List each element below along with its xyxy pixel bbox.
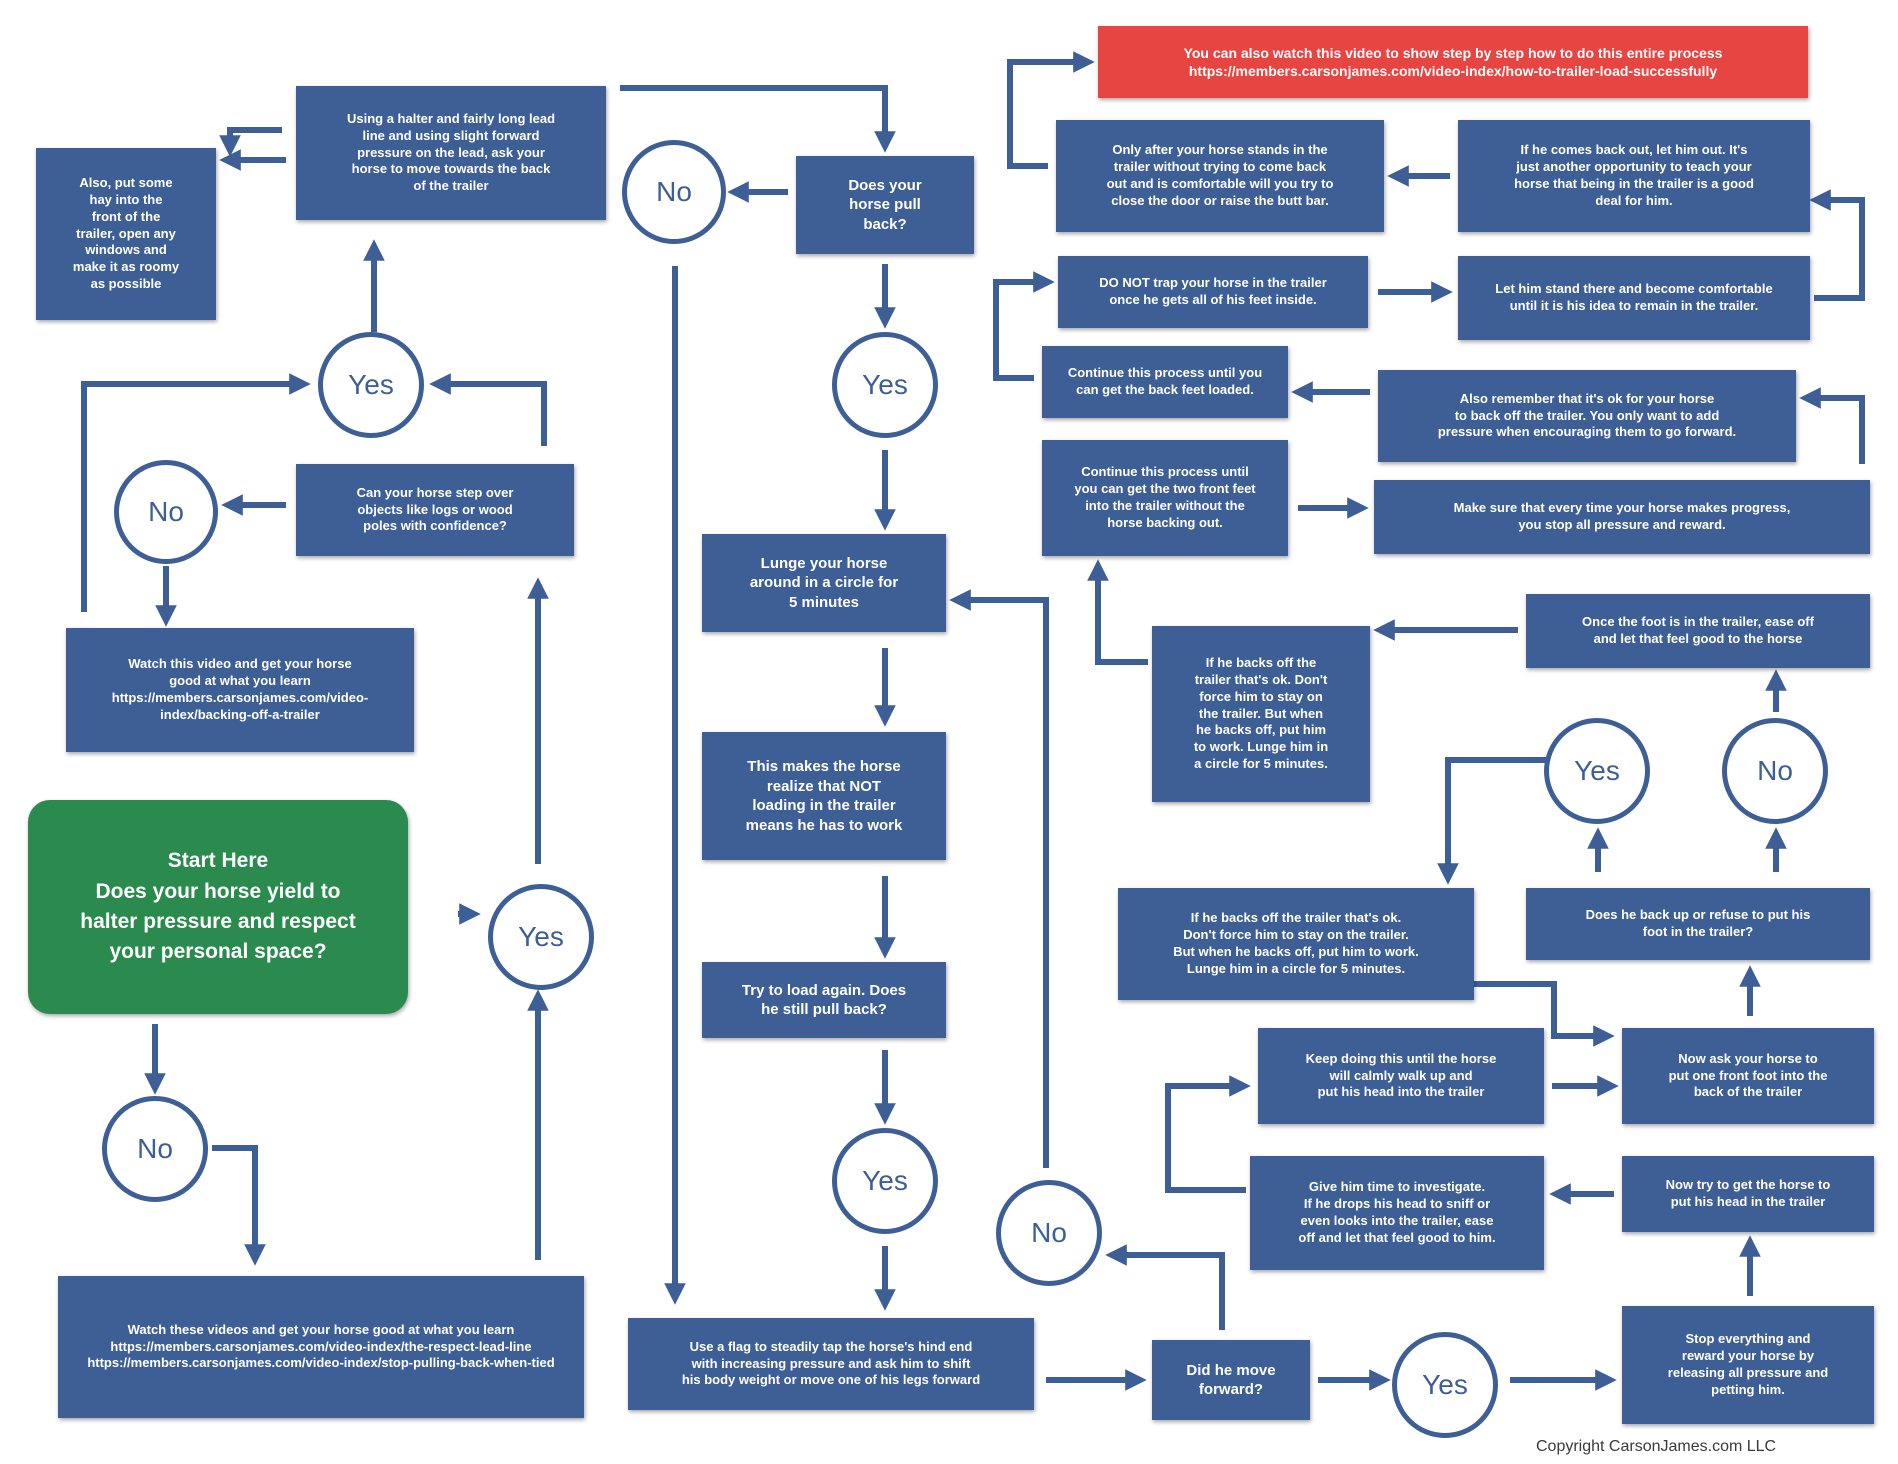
step-let-stand: Let him stand there and become comfortab… [1458, 256, 1810, 340]
answer-yes-tryload: Yes [832, 1128, 938, 1234]
answer-yes-refuse: Yes [1544, 718, 1650, 824]
step-come-back-out: If he comes back out, let him out. It's … [1458, 120, 1810, 232]
answer-yes-pullback: Yes [832, 332, 938, 438]
answer-yes-stepover: Yes [318, 332, 424, 438]
step-remember-back: Also remember that it's ok for your hors… [1378, 370, 1796, 462]
step-only-after: Only after your horse stands in the trai… [1056, 120, 1384, 232]
connector-arrow-38 [1087, 559, 1148, 665]
connector-arrow-44 [1809, 189, 1865, 301]
connector-arrow-42 [993, 271, 1055, 381]
connector-arrow-3 [212, 1145, 266, 1266]
answer-yes-start: Yes [488, 884, 594, 990]
connector-arrow-6 [429, 373, 547, 446]
step-flag-tap: Use a flag to steadily tap the horse's h… [628, 1318, 1034, 1410]
copyright-notice: Copyright CarsonJames.com LLC [1536, 1438, 1777, 1455]
question-move-forward: Did he move forward? [1152, 1340, 1310, 1420]
question-step-over: Can your horse step over objects like lo… [296, 464, 574, 556]
step-give-time: Give him time to investigate. If he drop… [1250, 1156, 1544, 1270]
step-rope-behind: Using a halter and fairly long lead line… [296, 86, 606, 220]
step-front-foot-in: Once the foot is in the trailer, ease of… [1526, 594, 1870, 668]
step-keep-doing: Keep doing this until the horse will cal… [1258, 1028, 1544, 1124]
start-here: Start Here Does your horse yield to halt… [28, 800, 408, 1014]
step-open-trailer: Also, put some hay into the front of the… [36, 148, 216, 320]
step-continue-two: Continue this process until you can get … [1042, 440, 1288, 556]
step-now-ask-front: Now ask your horse to put one front foot… [1622, 1028, 1874, 1124]
step-backs-off-short: If he backs off the trailer that's ok. D… [1118, 888, 1474, 1000]
answer-no-stepover: No [114, 460, 218, 564]
answer-no-pullback: No [622, 140, 726, 244]
step-make-sure: Make sure that every time your horse mak… [1374, 480, 1870, 554]
step-lunge-circle: Lunge your horse around in a circle for … [702, 534, 946, 632]
question-pull-back: Does your horse pull back? [796, 156, 974, 254]
connector-arrow-25 [1105, 1244, 1225, 1330]
step-now-get-head: Now try to get the horse to put his head… [1622, 1156, 1874, 1232]
video-banner[interactable]: You can also watch this video to show st… [1098, 26, 1808, 98]
step-stop-everything: Stop everything and reward your horse by… [1622, 1306, 1874, 1424]
step-video-backing[interactable]: Watch this video and get your horse good… [66, 628, 414, 752]
step-watch-videos[interactable]: Watch these videos and get your horse go… [58, 1276, 584, 1418]
answer-no-refuse: No [1722, 718, 1828, 824]
step-do-not-trap: DO NOT trap your horse in the trailer on… [1058, 256, 1368, 328]
connector-arrow-26 [949, 589, 1049, 1168]
question-back-up-refuse: Does he back up or refuse to put his foo… [1526, 888, 1870, 960]
connector-arrow-40 [1799, 387, 1865, 464]
question-try-load: Try to load again. Does he still pull ba… [702, 962, 946, 1038]
step-continue-feet: Continue this process until you can get … [1042, 346, 1288, 418]
step-makes-realize: This makes the horse realize that NOT lo… [702, 732, 946, 860]
step-backs-off-long: If he backs off the trailer that's ok. D… [1152, 626, 1370, 802]
answer-no-start: No [102, 1096, 208, 1202]
connector-arrow-29 [1165, 1075, 1251, 1193]
answer-yes-moved: Yes [1392, 1332, 1498, 1438]
connector-arrow-13 [620, 85, 896, 153]
connector-arrow-8 [219, 127, 282, 157]
answer-no-moved: No [996, 1180, 1102, 1286]
